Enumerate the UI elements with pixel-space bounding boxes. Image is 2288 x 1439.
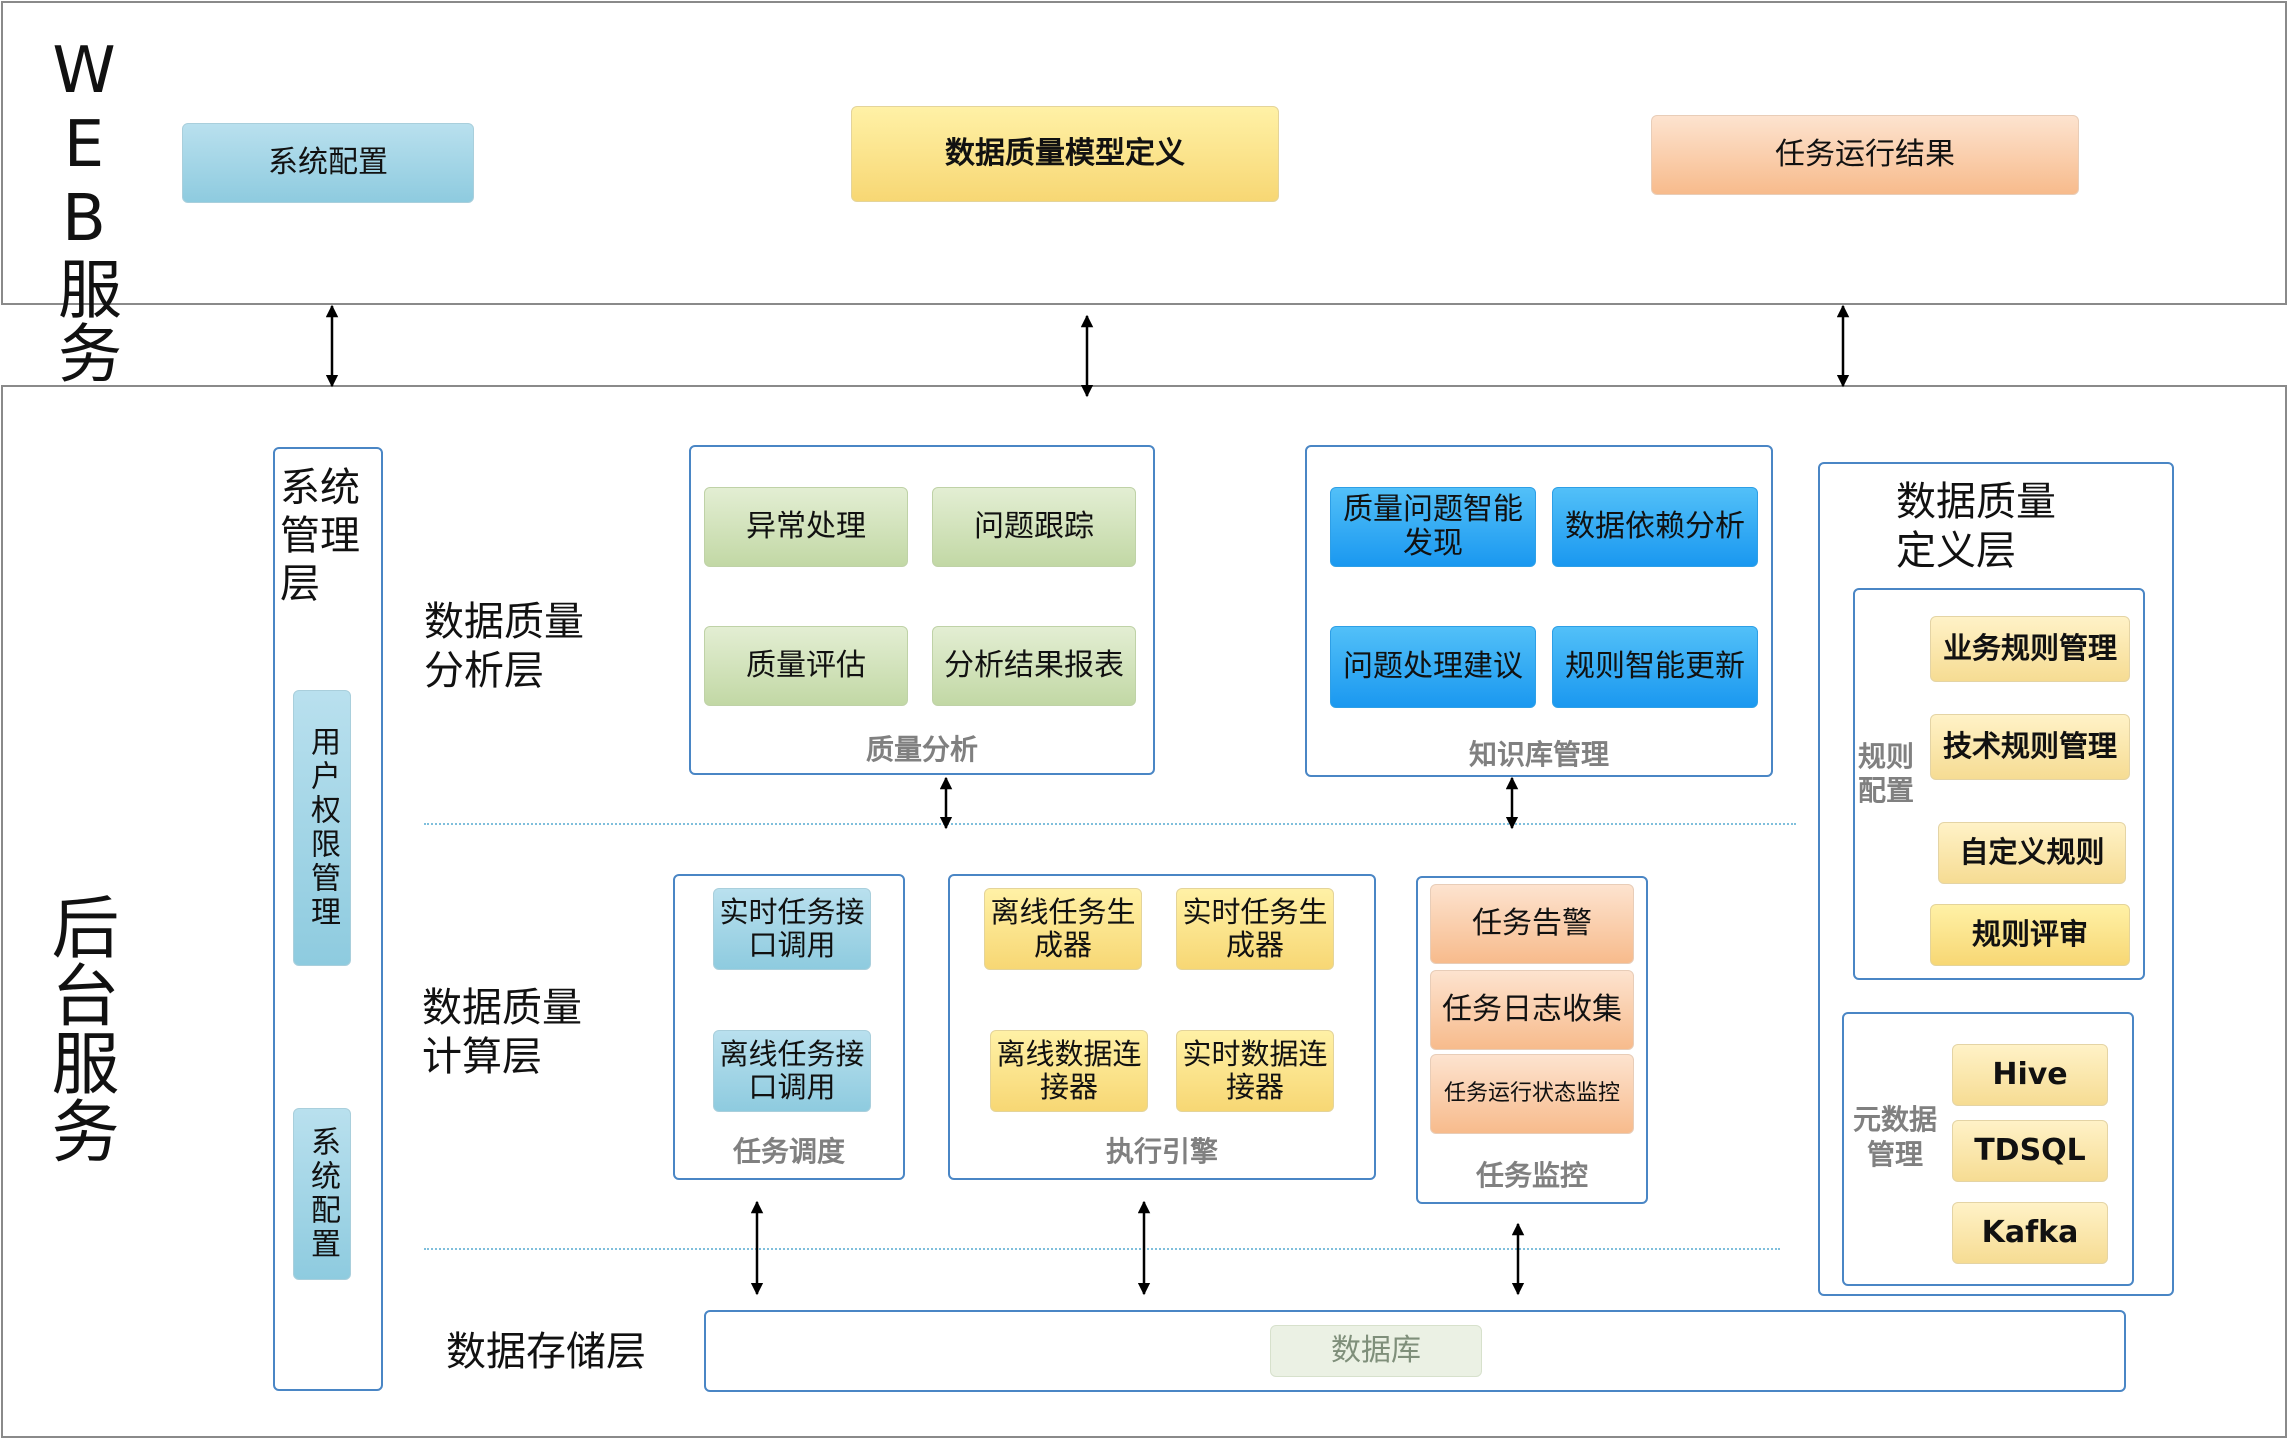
data-dependency-button[interactable]: 数据依赖分析 bbox=[1552, 487, 1758, 567]
offline-task-generator-button[interactable]: 离线任务生成器 bbox=[984, 888, 1142, 970]
web-service-title: WEB服务 bbox=[47, 34, 121, 384]
user-permission-button[interactable]: 用户权限管理 bbox=[293, 690, 351, 966]
realtime-data-connector-button[interactable]: 实时数据连接器 bbox=[1176, 1030, 1334, 1112]
web-system-config-button[interactable]: 系统配置 bbox=[182, 123, 474, 203]
tdsql-button[interactable]: TDSQL bbox=[1952, 1120, 2108, 1182]
backend-system-config-button[interactable]: 系统配置 bbox=[293, 1108, 351, 1280]
analysis-divider bbox=[424, 823, 1796, 825]
issue-tracking-button[interactable]: 问题跟踪 bbox=[932, 487, 1136, 567]
definition-layer-title: 数据质量定义层 bbox=[1896, 479, 2056, 574]
metadata-caption: 元数据管理 bbox=[1852, 1103, 1937, 1171]
system-management-title: 系统管理层 bbox=[280, 465, 360, 607]
kafka-button[interactable]: Kafka bbox=[1952, 1202, 2108, 1264]
anomaly-handling-button[interactable]: 异常处理 bbox=[704, 487, 908, 567]
task-alert-button[interactable]: 任务告警 bbox=[1430, 884, 1634, 964]
business-rule-button[interactable]: 业务规则管理 bbox=[1930, 616, 2130, 682]
web-quality-model-button[interactable]: 数据质量模型定义 bbox=[851, 106, 1279, 202]
task-log-collect-button[interactable]: 任务日志收集 bbox=[1430, 970, 1634, 1050]
hive-button[interactable]: Hive bbox=[1952, 1044, 2108, 1106]
compute-layer-title: 数据质量计算层 bbox=[422, 985, 582, 1080]
issue-suggestion-button[interactable]: 问题处理建议 bbox=[1330, 626, 1536, 708]
realtime-task-generator-button[interactable]: 实时任务生成器 bbox=[1176, 888, 1334, 970]
smart-issue-discovery-button[interactable]: 质量问题智能发现 bbox=[1330, 487, 1536, 567]
rule-smart-update-button[interactable]: 规则智能更新 bbox=[1552, 626, 1758, 708]
quality-analysis-caption: 质量分析 bbox=[865, 733, 978, 766]
database-button[interactable]: 数据库 bbox=[1270, 1325, 1482, 1377]
knowledge-base-caption: 知识库管理 bbox=[1468, 738, 1609, 771]
compute-divider bbox=[424, 1248, 1780, 1250]
offline-data-connector-button[interactable]: 离线数据连接器 bbox=[990, 1030, 1148, 1112]
backend-service-title: 后台服务 bbox=[39, 892, 118, 1164]
technical-rule-button[interactable]: 技术规则管理 bbox=[1930, 714, 2130, 780]
web-task-results-button[interactable]: 任务运行结果 bbox=[1651, 115, 2079, 195]
rule-config-caption: 规则配置 bbox=[1858, 740, 1915, 807]
analysis-report-button[interactable]: 分析结果报表 bbox=[932, 626, 1136, 706]
offline-task-api-button[interactable]: 离线任务接口调用 bbox=[713, 1030, 871, 1112]
task-status-monitor-button[interactable]: 任务运行状态监控 bbox=[1430, 1054, 1634, 1134]
task-monitor-caption: 任务监控 bbox=[1475, 1159, 1588, 1192]
analysis-layer-title: 数据质量分析层 bbox=[424, 599, 584, 694]
realtime-task-api-button[interactable]: 实时任务接口调用 bbox=[713, 888, 871, 970]
custom-rule-button[interactable]: 自定义规则 bbox=[1938, 822, 2126, 884]
rule-review-button[interactable]: 规则评审 bbox=[1930, 904, 2130, 966]
quality-assessment-button[interactable]: 质量评估 bbox=[704, 626, 908, 706]
storage-layer-title: 数据存储层 bbox=[446, 1329, 646, 1375]
task-scheduling-caption: 任务调度 bbox=[732, 1135, 845, 1168]
execution-engine-caption: 执行引擎 bbox=[1105, 1135, 1218, 1168]
